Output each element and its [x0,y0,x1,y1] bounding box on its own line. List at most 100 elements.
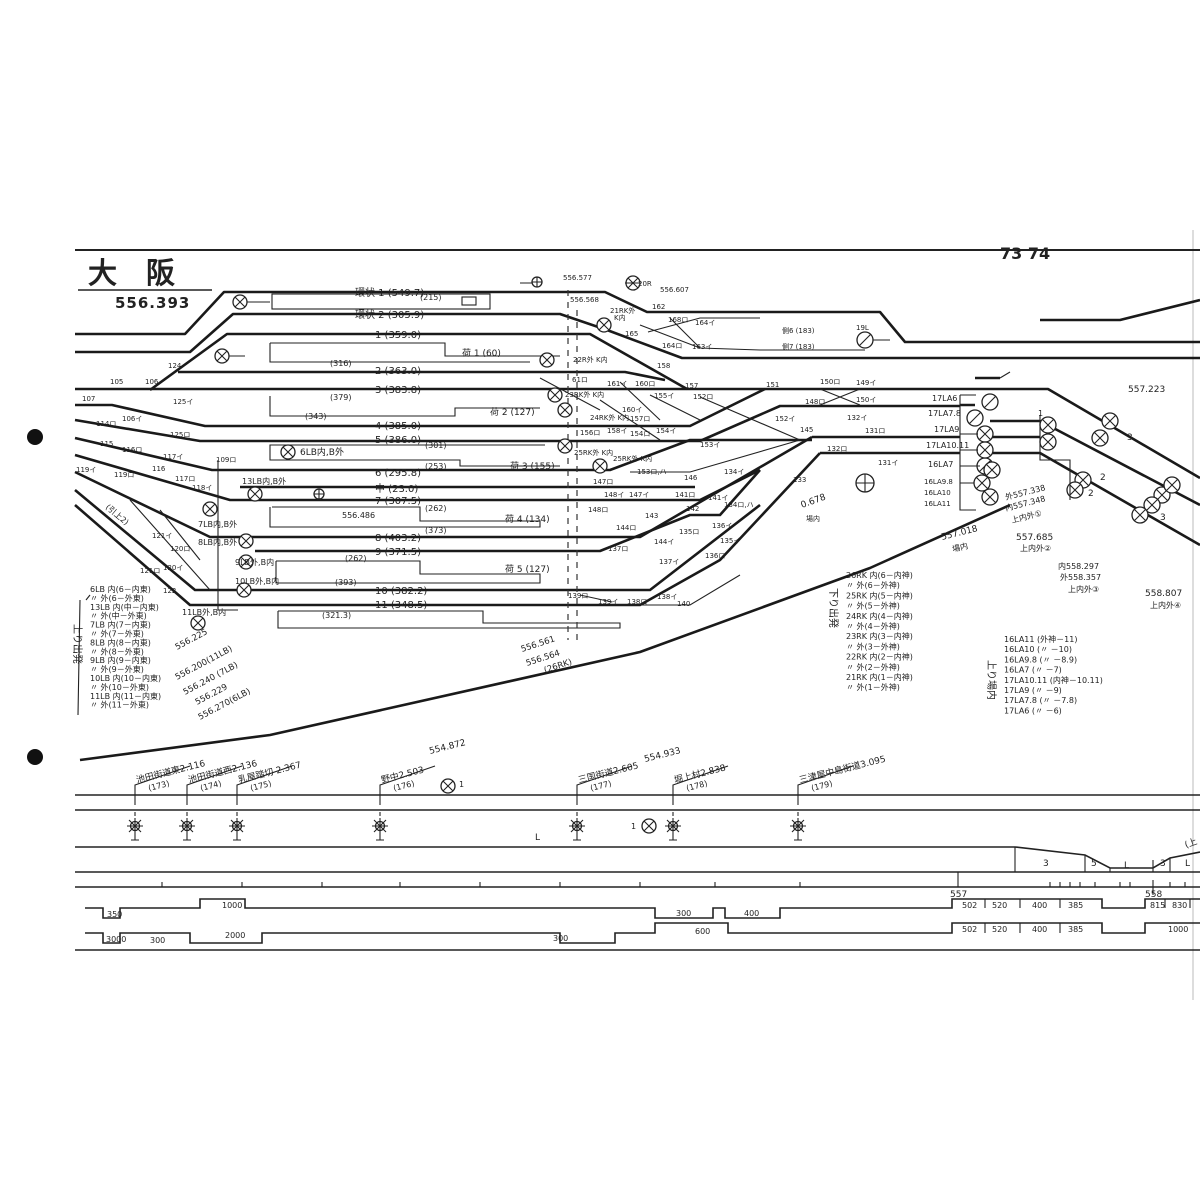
switch-number: 138ロ [627,598,647,606]
level-crossing [229,765,293,841]
legend-item: 16LA10 (〃 －10) [1004,645,1072,654]
curve-radius: 1000 [1168,925,1188,934]
switch-number: 132ロ [827,445,847,453]
signal-label: 上内外④ [1150,600,1181,610]
curve-radius: 600 [695,927,710,936]
platform-icon [461,296,477,306]
legend-item: 17LA7.8 (〃 －7.8) [1004,696,1077,705]
switch-number: 124 [168,362,182,370]
switch-number: 0.678 [800,493,828,511]
track-label: 6LB内,B外 [300,446,344,458]
switch-number: 160ロ [635,380,655,388]
switch-number: 場内 [806,514,820,523]
switch-number: 20R [638,280,652,288]
signal-cross-icon [202,501,218,517]
track-label: 荷 5 (127) [505,564,550,575]
switch-number: 144イ [654,538,674,546]
switch-number: 118イ [192,484,212,492]
switch-number: 116ロ [122,446,142,454]
track-label: 5 (386.0) [375,435,421,446]
level-crossing [372,765,436,841]
legend-title: 上り場内 [985,660,998,700]
signal-cross-icon [238,533,254,549]
switch-number: 137ロ [608,545,628,553]
level-crossing [569,765,633,841]
legend-item: 〃 外(9－外東) [90,664,144,674]
switch-number: 116 [152,465,166,473]
signal-label: 外558.357 [1060,572,1101,582]
switch-number: 154イ [656,427,676,435]
signal-number: 1 [631,822,636,831]
switch-number: 152イ [775,415,795,423]
legend-item: 16LA7 (〃 －7) [1004,666,1062,675]
track-label: 6 (295.8) [375,468,421,479]
track-label: (321.3) [322,611,351,620]
switch-number: 143 [645,512,658,520]
km-post: 556.225 [174,627,210,652]
switch-number: 139イ [598,598,618,606]
curve-radius: 385 [1068,901,1083,910]
switch-number: 158 [657,362,670,370]
curve-radius: 520 [992,925,1007,934]
signal-label: 上内外② [1020,543,1051,553]
switch-number: 151 [766,381,779,389]
switch-number: 131イ [878,459,898,467]
legend-item: 23RK 内(3－内神) [846,631,913,641]
binder-hole [27,749,43,765]
signal-label: 場内 [951,540,969,554]
legend-item: 10LB 内(10－内東) [90,673,161,683]
line-profile [75,794,1200,951]
switch-number: 側7 (183) [782,342,815,351]
signal-cross-icon [976,441,994,459]
switch-number: 19L [856,324,869,332]
track-label: 8LB内,B外 [198,537,237,547]
curve-radius: 400 [1032,901,1047,910]
signal-cross-icon [214,348,230,364]
signals [190,275,1181,834]
track-label: 荷 4 (134) [505,514,550,525]
track-label: 荷 2 (127) [490,407,535,418]
km-marker: 558 [1145,890,1162,900]
legend-item: 8LB 内(8－内東) [90,637,151,647]
switch-number: 107 [82,395,95,403]
track-label: 9 (371.5) [375,547,421,558]
switch-number: 138イ [657,593,677,601]
signal-label: 2 [1100,473,1106,483]
signal-cross-icon [557,438,573,454]
level-crossing [179,765,243,841]
legend-item: 〃 外(7－外東) [90,629,144,639]
curve-radius: 400 [744,909,759,918]
track-label: (262) [345,554,367,563]
switch-number: 164イ [695,319,715,327]
switch-number: 23RK外 K内 [565,390,604,399]
signal-label: 17LA6 [932,394,957,403]
legend-item: 25RK 内(5－内神) [846,590,913,600]
switch-number: 125イ [173,398,193,406]
switch-number: 556.607 [660,286,689,294]
signal-label: 16LA7 [928,460,953,469]
legend-item: 〃 外(2－外神) [846,662,900,672]
curve-radius: 815 [1150,901,1165,910]
signal-cross-icon [1101,412,1119,430]
track-label: (253) [425,462,447,471]
track-label: 3 (383.8) [375,385,421,396]
curve-radius: 502 [962,925,977,934]
signal-cross-icon [592,458,608,474]
legend-item: 22RK 内(2－内神) [846,652,913,662]
signal-cross-icon [1091,429,1109,447]
signal-cross-icon [547,387,563,403]
legend-item: 〃 外(11－外東) [90,700,149,710]
track-label: (379) [330,393,352,402]
signal-cross-icon [557,402,573,418]
switch-number: 119イ [76,466,96,474]
curve-radius: 3000 [106,935,126,944]
curve-radius: 400 [1032,925,1047,934]
switch-number: 121ロ [140,567,160,575]
track-label: 荷 1 (60) [462,348,501,359]
level-crossing [790,765,854,841]
track-label: 556.486 [342,511,375,520]
switch-number: 146 [684,474,698,482]
legend-item: 24RK 内(4－内神) [846,611,913,621]
gradient-value: 3 [1160,859,1166,869]
track-label: 荷 3 (155) [510,461,555,472]
